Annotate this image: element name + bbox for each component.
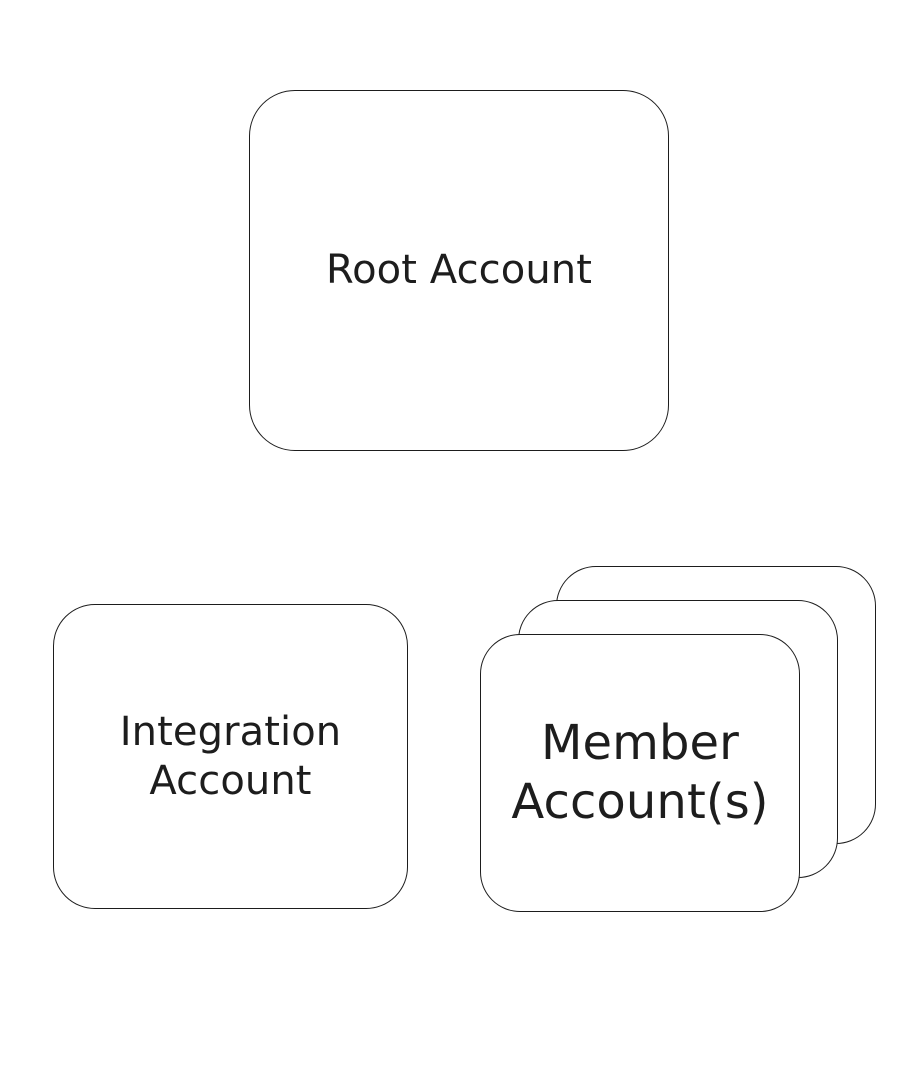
node-integration-account[interactable]: Integration Account — [53, 604, 408, 909]
node-root-account-label: Root Account — [325, 247, 593, 294]
node-member-accounts-stack[interactable]: Member Account(s) — [480, 566, 880, 914]
node-member-accounts-label: Member Account(s) — [511, 715, 769, 830]
node-root-account[interactable]: Root Account — [249, 90, 669, 451]
member-account-card-front[interactable]: Member Account(s) — [480, 634, 800, 912]
node-integration-account-label: Integration Account — [119, 708, 342, 804]
